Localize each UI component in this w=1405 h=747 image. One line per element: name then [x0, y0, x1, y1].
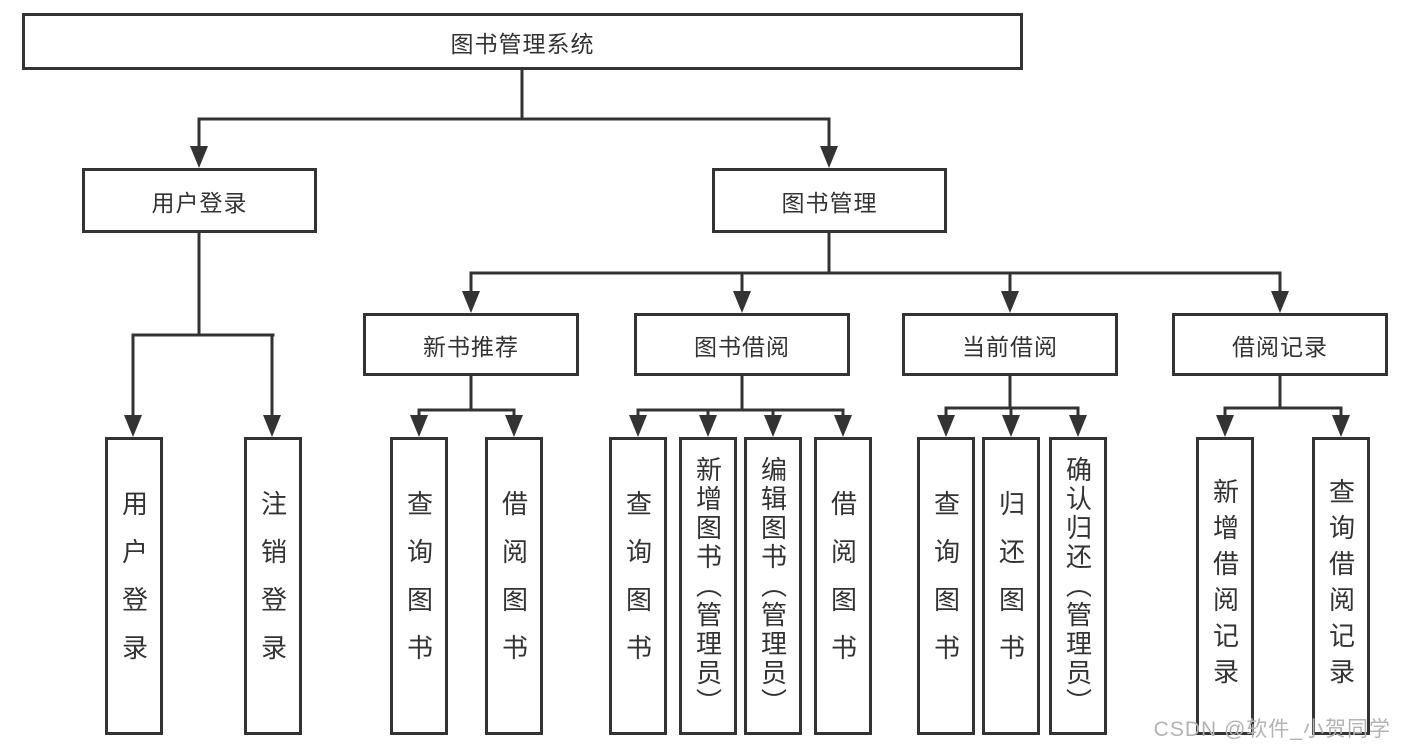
arrow-down-icon: [1271, 291, 1289, 313]
arrow-down-icon: [462, 291, 480, 313]
node-logout-leaf: 注销登录: [244, 437, 302, 735]
arrow-down-icon: [124, 415, 142, 437]
node-current-confirm-return-admin: 确认归还（管理员）: [1049, 437, 1107, 735]
arrow-down-icon: [699, 415, 717, 437]
node-records-query: 查询借阅记录: [1312, 437, 1370, 735]
arrow-down-icon: [937, 415, 955, 437]
node-book-management-branch: 图书管理: [712, 168, 947, 233]
connector-recommend-to-leaves: [417, 376, 516, 417]
node-current-return-books: 归还图书: [982, 437, 1040, 735]
arrow-down-icon: [190, 146, 208, 168]
node-borrow-query-books: 查询图书: [609, 437, 667, 735]
node-new-book-recommend: 新书推荐: [363, 313, 579, 376]
csdn-watermark: CSDN @软件_小贺同学: [1153, 718, 1391, 741]
arrow-down-icon: [1001, 291, 1019, 313]
node-library-management-system: 图书管理系统: [22, 13, 1023, 70]
node-records-add: 新增借阅记录: [1196, 437, 1254, 735]
arrow-down-icon: [410, 415, 428, 437]
node-user-login-leaf: 用户登录: [105, 437, 163, 735]
connector-bookborrow-to-leaves: [636, 376, 845, 417]
connector-currentborrow-to-leaves: [944, 376, 1080, 417]
node-borrow-records: 借阅记录: [1172, 313, 1388, 376]
node-user-login-branch: 用户登录: [82, 168, 317, 233]
arrow-down-icon: [505, 415, 523, 437]
node-book-borrow: 图书借阅: [634, 313, 850, 376]
node-current-query-books: 查询图书: [917, 437, 975, 735]
connector-userlogin-to-leaves: [131, 233, 275, 416]
arrow-down-icon: [629, 415, 647, 437]
connector-records-to-leaves: [1223, 376, 1343, 417]
node-current-borrow: 当前借阅: [902, 313, 1118, 376]
node-borrow-borrow-books: 借阅图书: [814, 437, 872, 735]
arrow-down-icon: [1332, 415, 1350, 437]
arrow-down-icon: [1216, 415, 1234, 437]
arrow-down-icon: [834, 415, 852, 437]
connector-bookmgmt-to-level3: [469, 233, 1282, 292]
arrow-down-icon: [263, 415, 281, 437]
arrow-down-icon: [820, 146, 838, 168]
node-borrow-add-books-admin: 新增图书（管理员）: [679, 437, 737, 735]
arrow-down-icon: [1002, 415, 1020, 437]
arrow-down-icon: [733, 291, 751, 313]
arrow-down-icons: [124, 146, 1350, 437]
arrow-down-icon: [764, 415, 782, 437]
node-borrow-edit-books-admin: 编辑图书（管理员）: [744, 437, 802, 735]
node-recommend-query-books: 查询图书: [390, 437, 448, 735]
arrow-down-icon: [1069, 415, 1087, 437]
connector-root-to-level2: [197, 70, 831, 148]
node-recommend-borrow-books: 借阅图书: [485, 437, 543, 735]
